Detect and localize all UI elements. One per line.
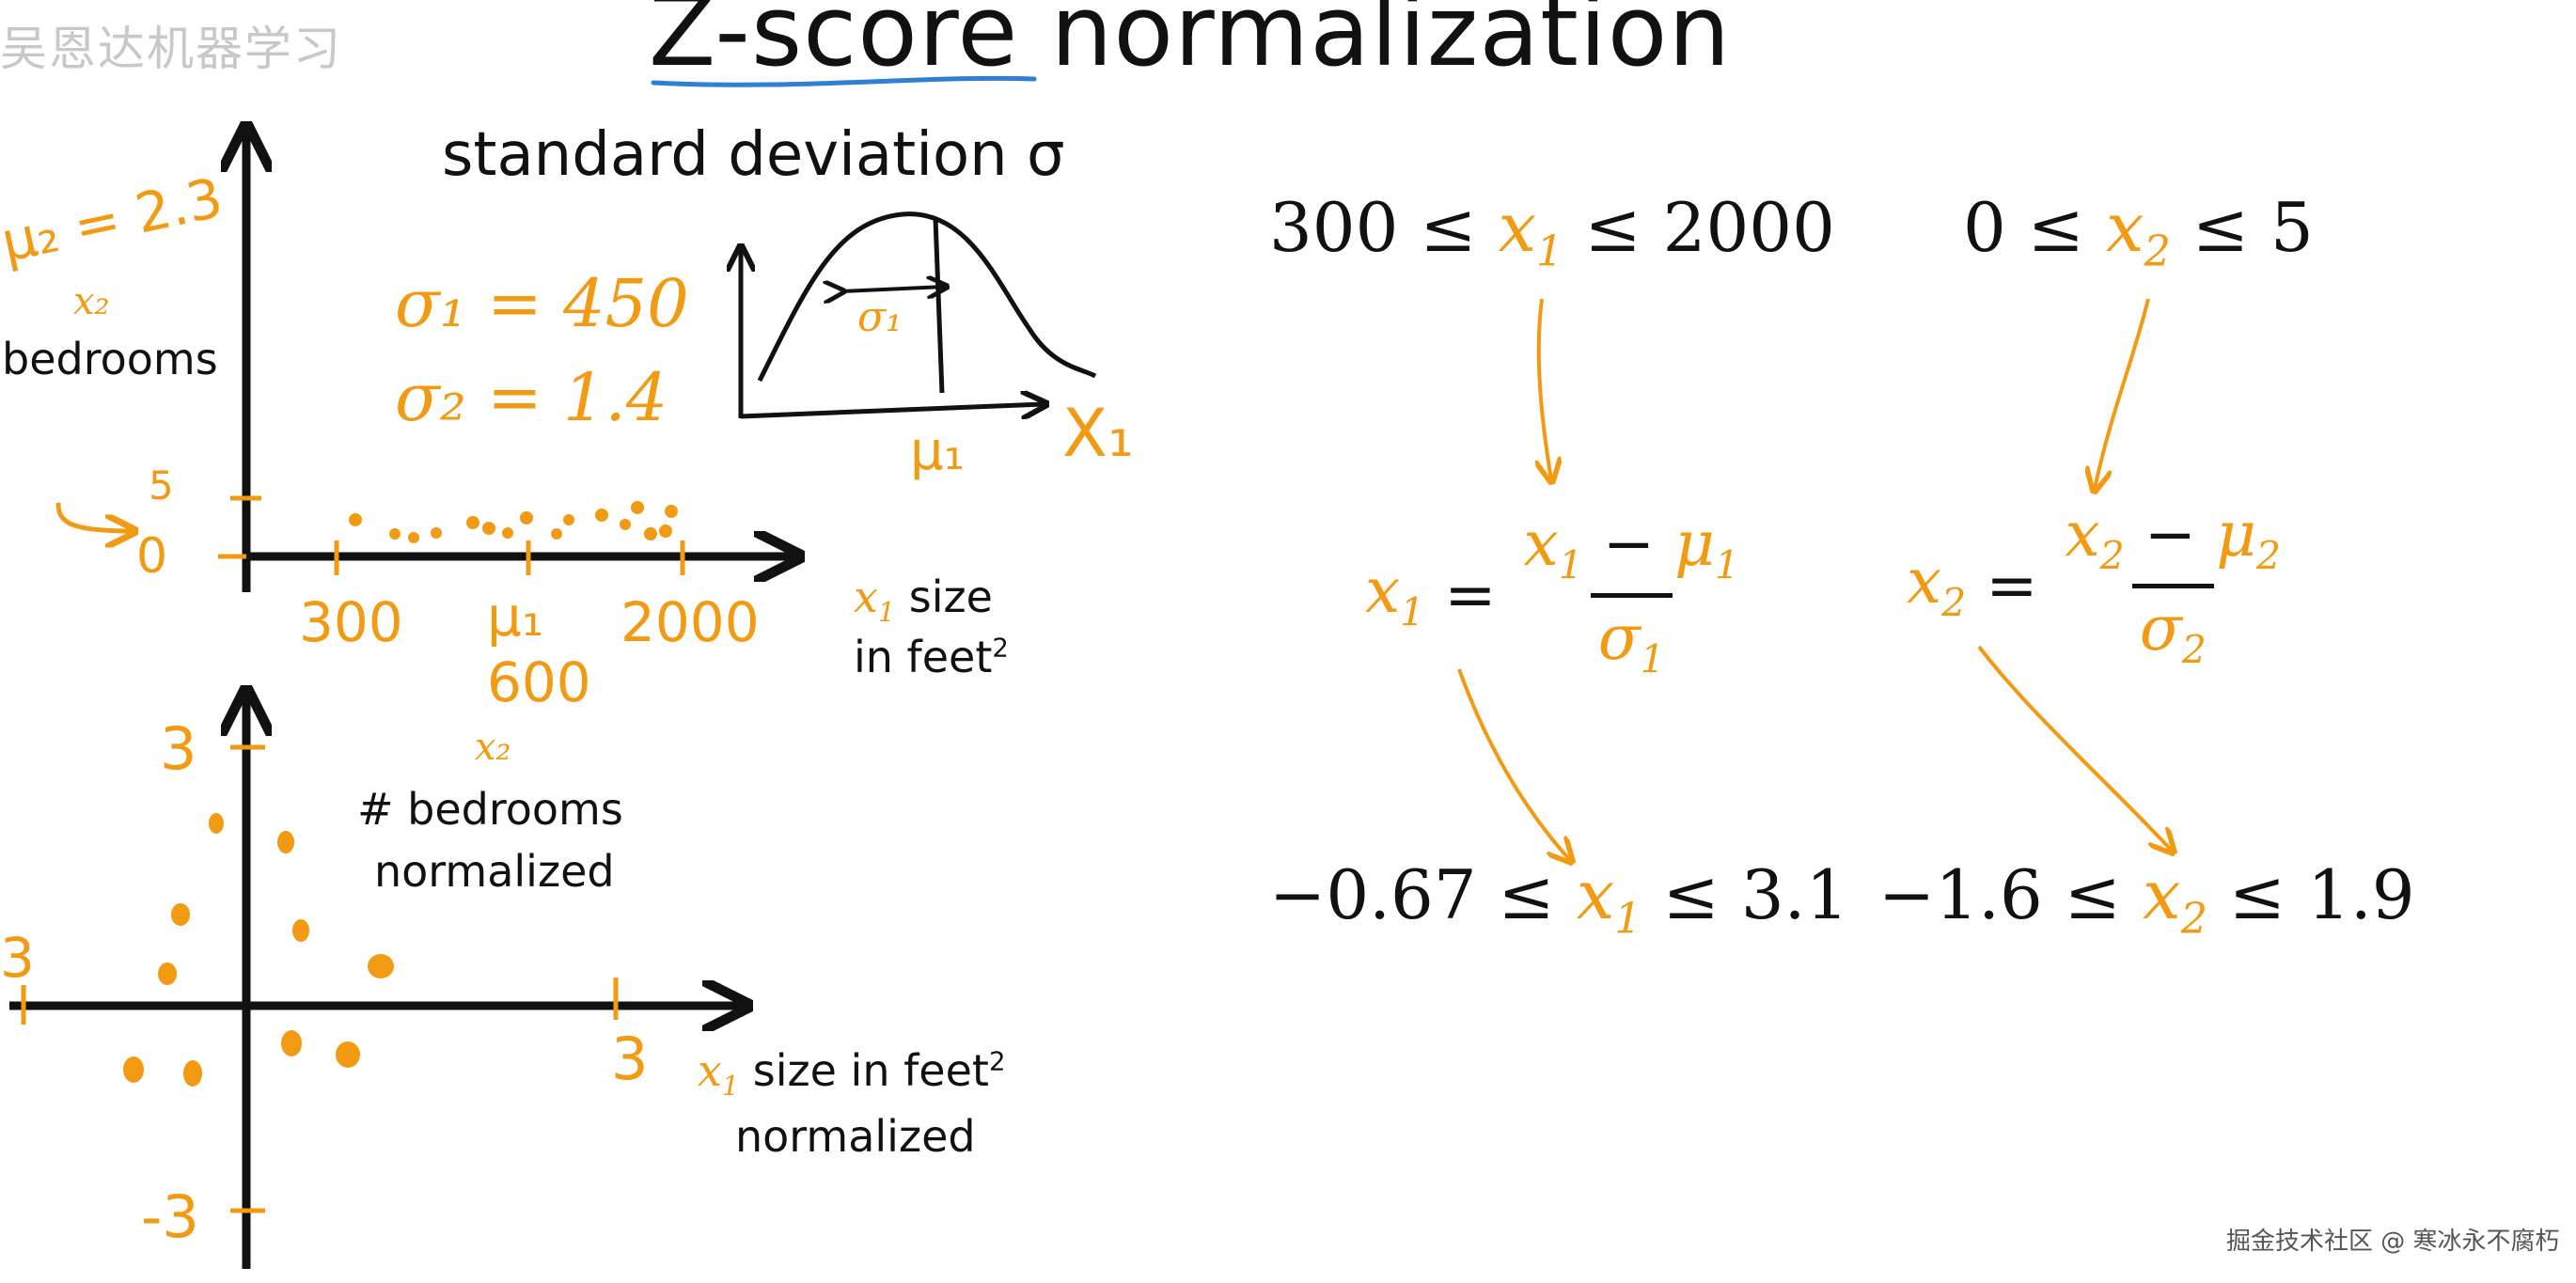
bottom-x-label-line1: x1 size in feet2: [698, 1045, 1006, 1102]
stddev-heading: standard deviation σ: [442, 120, 1065, 190]
top-dot: [349, 513, 362, 526]
top-x-label-size: size: [908, 571, 993, 622]
footer-credit: 掘金技术社区 @ 寒冰永不腐朽: [2226, 1228, 2560, 1256]
top-x-tick-mu-label: μ₁: [487, 585, 544, 649]
mu1-value: 600: [487, 650, 591, 714]
top-x-label-line1: x1 size: [854, 571, 993, 628]
top-dot: [644, 527, 657, 540]
top-dot: [482, 522, 495, 535]
flow-arrow-2b: [1977, 645, 2172, 851]
bell-sigma-label: σ₁: [857, 293, 903, 341]
top-dot: [389, 528, 401, 540]
bottom-y-tick-top-label: 3: [160, 714, 197, 783]
sigma1-value: σ₁ = 450: [395, 265, 689, 342]
page-title: Z-score normalization: [649, 0, 1732, 88]
top-scatter: [349, 501, 678, 543]
bell-mean-line: [933, 217, 945, 394]
bell-x-label: X₁: [1062, 395, 1135, 472]
top-x-tick-2000-label: 2000: [620, 590, 760, 654]
bottom-y-label-line1: # bedrooms: [357, 784, 623, 835]
top-dot: [595, 509, 608, 522]
bell-mu-label: μ₁: [910, 421, 966, 482]
bottom-x-tick-left-label: 3: [0, 926, 35, 990]
bell-x-axis: [740, 404, 1044, 416]
bottom-y-tick-bottom-label: -3: [141, 1182, 199, 1251]
range-x1-original: 300 ≤ x1 ≤ 2000: [1269, 188, 1835, 276]
top-y-label: bedrooms: [2, 334, 218, 384]
zscore-formula-x2: x2 = x2 − μ2 σ2: [1907, 498, 2282, 673]
bottom-x-tick-right-label: 3: [611, 1025, 649, 1093]
top-dot: [408, 532, 419, 543]
top-y-var: x₂: [73, 280, 110, 323]
bottom-scatter: [123, 813, 394, 1087]
top-dot: [631, 501, 644, 514]
range-x1-normalized: −0.67 ≤ x1 ≤ 3.1: [1269, 855, 1849, 944]
top-x-label-line2: in feet2: [854, 632, 1009, 682]
top-x-var: x1: [854, 571, 896, 628]
zscore-formula-x1: x1 = x1 − μ1 σ1: [1365, 508, 1740, 682]
bell-sigma-arrow: [841, 287, 945, 291]
bottom-dot: [292, 919, 309, 942]
bottom-dot: [281, 1030, 302, 1056]
flow-arrow-2a: [2095, 298, 2150, 489]
bottom-dot: [209, 813, 224, 834]
title-underline: [651, 75, 1037, 87]
top-dot: [502, 527, 513, 539]
top-dot: [665, 505, 678, 518]
top-dot: [520, 511, 533, 524]
bottom-dot: [123, 1056, 144, 1083]
top-dot: [551, 528, 562, 540]
bottom-dot: [277, 831, 294, 853]
range-x2-normalized: −1.6 ≤ x2 ≤ 1.9: [1878, 855, 2415, 944]
bottom-dot: [183, 1060, 202, 1087]
bottom-x-label-line2: normalized: [735, 1111, 976, 1162]
bottom-dot: [171, 903, 190, 926]
range-arrow: [55, 502, 132, 531]
range-x2-original: 0 ≤ x2 ≤ 5: [1963, 188, 2314, 276]
top-dot: [659, 524, 672, 538]
sigma2-value: σ₂ = 1.4: [395, 359, 668, 436]
top-y-tick-5-label: 5: [149, 462, 174, 509]
flow-arrow-1a: [1539, 298, 1551, 479]
top-dot: [466, 516, 479, 529]
watermark: 吴恩达机器学习: [0, 22, 342, 76]
bottom-dot: [336, 1041, 360, 1068]
top-dot: [620, 519, 631, 530]
top-x-tick-300-label: 300: [299, 590, 403, 654]
top-y-tick-0-label: 0: [136, 528, 168, 585]
bottom-dot: [368, 954, 394, 978]
bottom-y-var: x₂: [475, 726, 511, 769]
bottom-dot: [158, 962, 177, 985]
top-dot: [563, 514, 574, 525]
top-dot: [431, 527, 442, 539]
flow-arrow-1b: [1457, 668, 1570, 860]
bell-curve: [757, 211, 1097, 383]
bottom-y-label-line2: normalized: [374, 846, 615, 897]
